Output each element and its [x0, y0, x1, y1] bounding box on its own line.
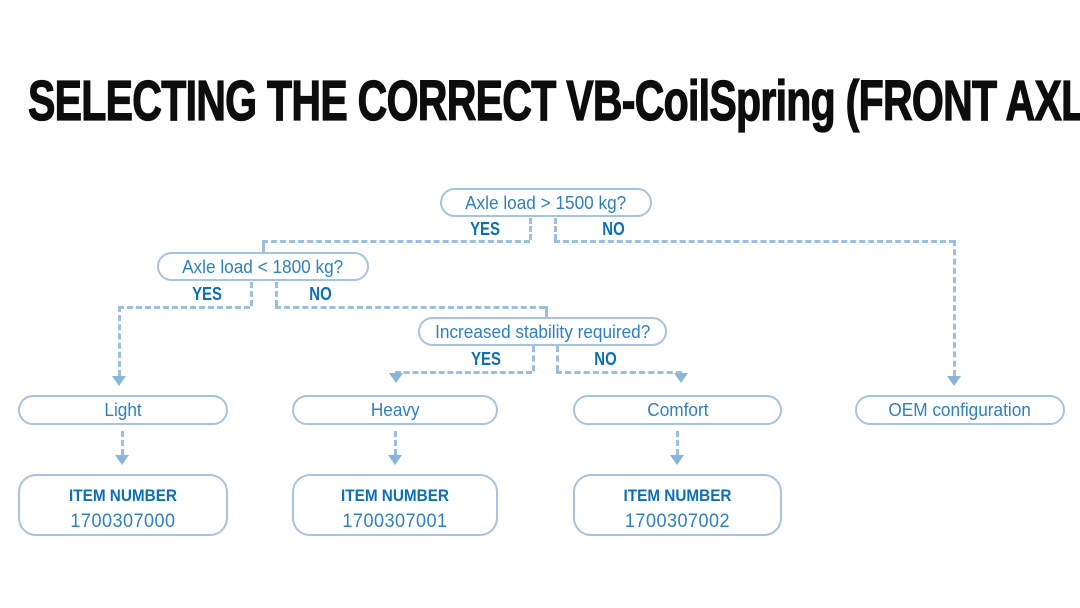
connector-d1-no-to-oem [953, 240, 956, 376]
decision-increased-stability: Increased stability required? [418, 317, 667, 346]
connector-d2-yes-to-light [118, 306, 121, 376]
connector-d3-yes-drop [532, 346, 535, 371]
connector-d1-yes-drop [529, 218, 532, 240]
item-number-value: 1700307000 [70, 511, 176, 532]
item-number-card-light: ITEM NUMBER 1700307000 [18, 474, 228, 536]
outcome-oem-configuration: OEM configuration [855, 395, 1065, 425]
outcome-comfort-text: Comfort [646, 399, 709, 420]
page-title: SELECTING THE CORRECT VB-CoilSpring (FRO… [28, 68, 1080, 133]
outcome-heavy-text: Heavy [370, 399, 420, 420]
connector-d1-yes-horizontal [262, 240, 530, 243]
outcome-oem-configuration-text: OEM configuration [888, 399, 1032, 420]
decision-axle-load-1500-text: Axle load > 1500 kg? [465, 191, 627, 213]
item-number-heading: ITEM NUMBER [623, 486, 732, 505]
connector-heavy-to-item [394, 431, 397, 455]
connector-d2-no-horizontal [275, 306, 545, 309]
item-number-heading: ITEM NUMBER [69, 486, 177, 505]
decision-increased-stability-no-label: NO [593, 349, 617, 369]
arrow-down-icon [670, 455, 684, 465]
outcome-comfort: Comfort [573, 395, 782, 425]
arrow-down-icon [115, 455, 129, 465]
connector-d1-yes-to-d2 [262, 240, 265, 252]
arrow-down-icon [947, 376, 961, 386]
outcome-light: Light [18, 395, 228, 425]
connector-d3-no-drop [556, 346, 559, 371]
connector-d2-yes-horizontal [118, 306, 250, 309]
arrow-down-icon [674, 373, 688, 383]
outcome-heavy: Heavy [292, 395, 498, 425]
connector-d2-no-to-d3 [545, 306, 548, 317]
connector-d2-no-drop [275, 282, 278, 306]
decision-increased-stability-text: Increased stability required? [434, 320, 651, 342]
arrow-down-icon [112, 376, 126, 386]
connector-d2-yes-drop [250, 282, 253, 306]
connector-light-to-item [121, 431, 124, 455]
item-number-heading: ITEM NUMBER [341, 486, 449, 505]
decision-axle-load-1800-text: Axle load < 1800 kg? [182, 255, 344, 277]
decision-axle-load-1800: Axle load < 1800 kg? [157, 252, 369, 281]
decision-axle-load-1500: Axle load > 1500 kg? [440, 188, 652, 217]
decision-axle-load-1500-yes-label: YES [470, 219, 500, 239]
item-number-card-comfort: ITEM NUMBER 1700307002 [573, 474, 782, 536]
outcome-light-text: Light [104, 399, 142, 420]
item-number-value: 1700307002 [624, 511, 731, 532]
decision-axle-load-1500-no-label: NO [601, 219, 625, 239]
connector-d3-yes-horizontal [395, 371, 532, 374]
item-number-card-heavy: ITEM NUMBER 1700307001 [292, 474, 498, 536]
decision-axle-load-1800-no-label: NO [308, 284, 332, 304]
arrow-down-icon [389, 373, 403, 383]
arrow-down-icon [388, 455, 402, 465]
connector-d1-no-drop [554, 218, 557, 240]
decision-increased-stability-yes-label: YES [471, 349, 501, 369]
decision-axle-load-1800-yes-label: YES [192, 284, 222, 304]
connector-comfort-to-item [676, 431, 679, 455]
item-number-value: 1700307001 [342, 511, 448, 532]
connector-d3-no-horizontal [556, 371, 682, 374]
connector-d1-no-horizontal [554, 240, 955, 243]
